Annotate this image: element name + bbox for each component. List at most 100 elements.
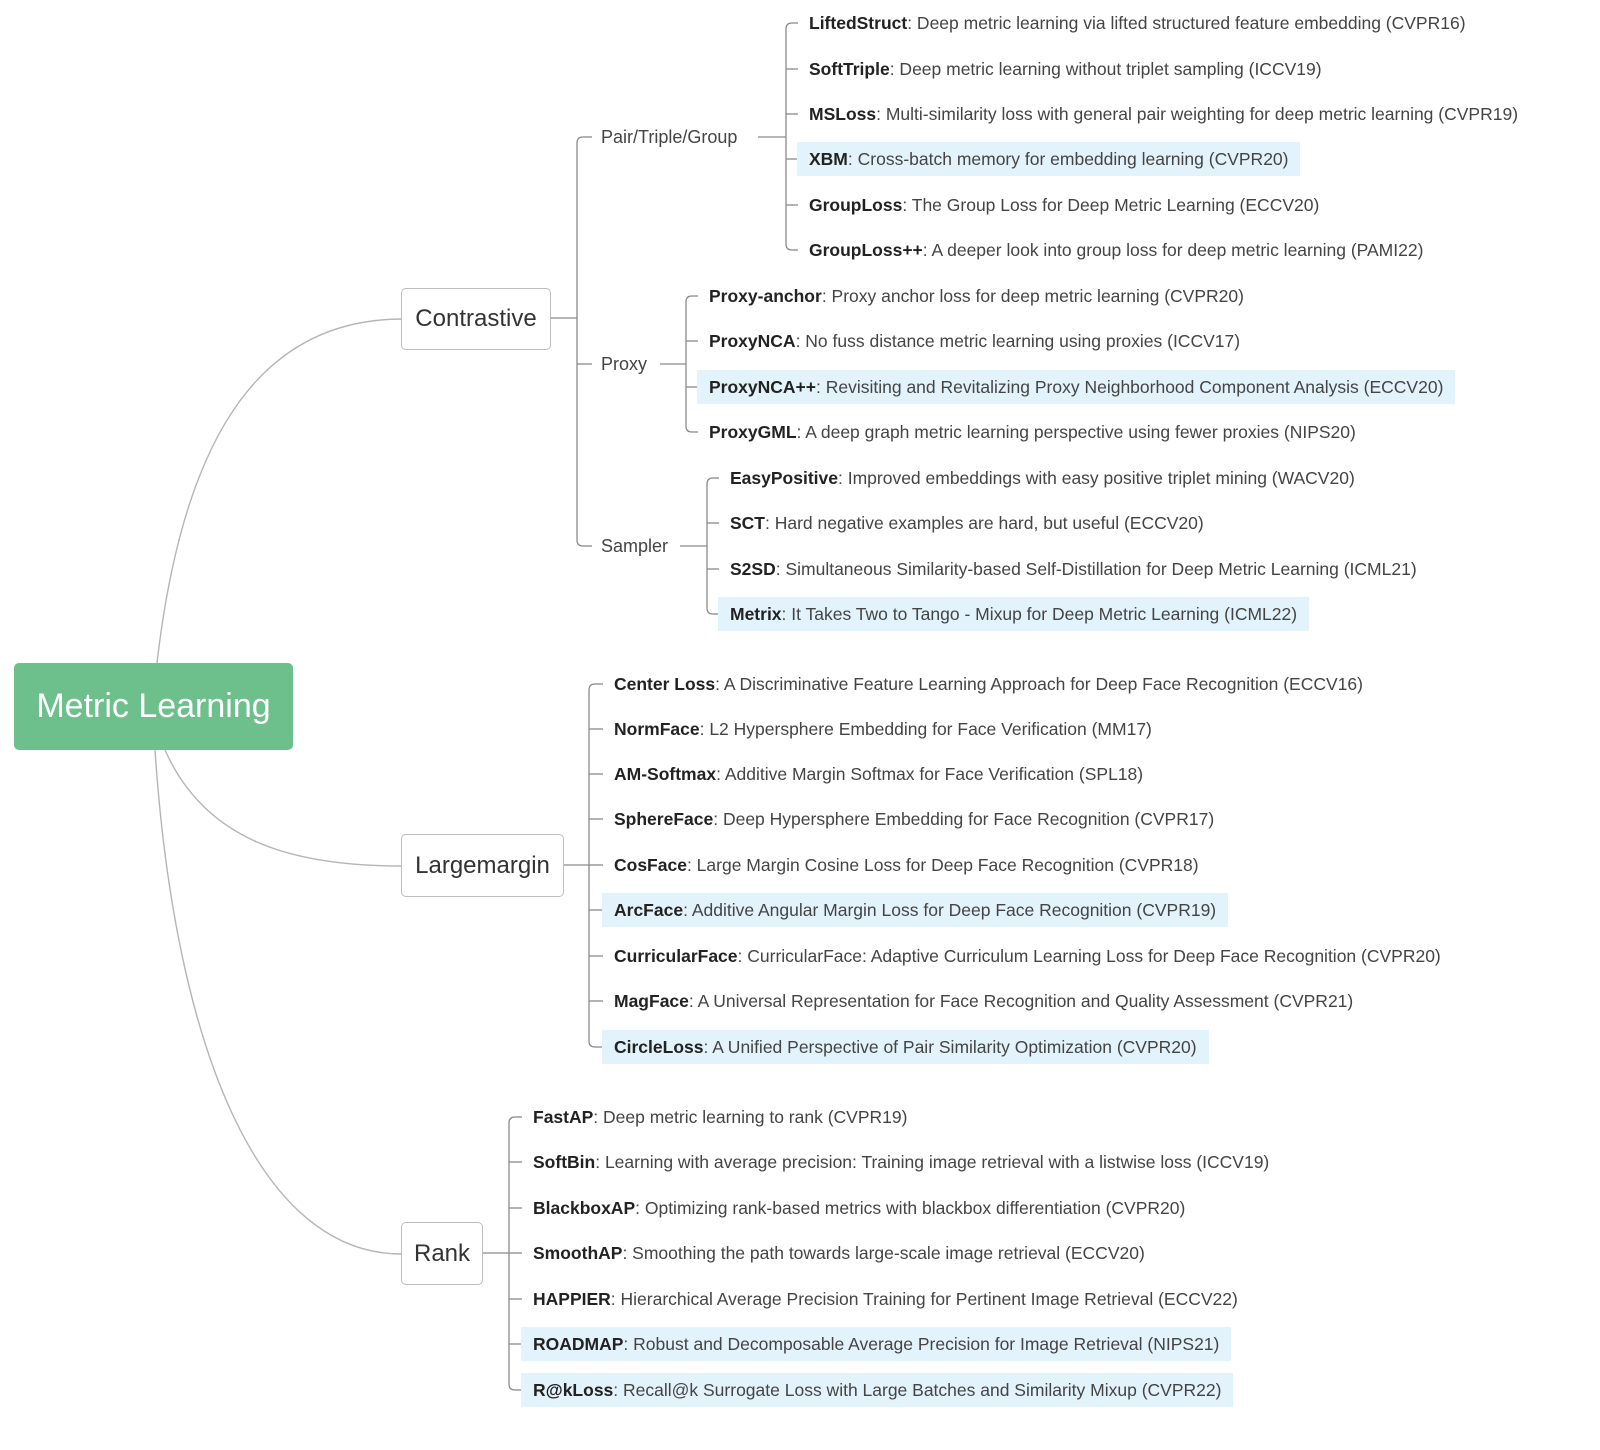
paper-description: : A deeper look into group loss for deep… xyxy=(922,240,1424,260)
paper-description: : Optimizing rank-based metrics with bla… xyxy=(635,1198,1186,1218)
paper-description: : Deep metric learning without triplet s… xyxy=(889,59,1322,79)
group-0-bracket-spine xyxy=(785,22,793,251)
paper-description: : The Group Loss for Deep Metric Learnin… xyxy=(902,195,1320,215)
method-name: CurricularFace xyxy=(614,946,738,966)
method-name: ArcFace xyxy=(614,900,684,920)
method-name: MagFace xyxy=(614,991,689,1011)
method-name: Center Loss xyxy=(614,674,716,694)
paper-description: : Recall@k Surrogate Loss with Large Bat… xyxy=(613,1380,1222,1400)
paper-description: : Revisiting and Revitalizing Proxy Neig… xyxy=(816,377,1444,397)
paper-description: : Proxy anchor loss for deep metric lear… xyxy=(821,286,1244,306)
paper-description: : Simultaneous Similarity-based Self-Dis… xyxy=(775,559,1417,579)
leaf-easypositive[interactable]: EasyPositive: Improved embeddings with e… xyxy=(718,461,1367,495)
leaf-curricularface[interactable]: CurricularFace: CurricularFace: Adaptive… xyxy=(602,939,1453,973)
method-name: ROADMAP xyxy=(533,1334,624,1354)
method-name: FastAP xyxy=(533,1107,594,1127)
leaf-arcface[interactable]: ArcFace: Additive Angular Margin Loss fo… xyxy=(602,893,1229,927)
method-name: BlackboxAP xyxy=(533,1198,636,1218)
branch-rank[interactable]: Rank xyxy=(401,1222,483,1285)
leaf-sct[interactable]: SCT: Hard negative examples are hard, bu… xyxy=(718,506,1216,540)
leaf-proxynca[interactable]: ProxyNCA++: Revisiting and Revitalizing … xyxy=(697,370,1456,404)
method-name: GroupLoss++ xyxy=(809,240,923,260)
root-node[interactable]: Metric Learning xyxy=(14,663,293,750)
leaf-proxy-anchor[interactable]: Proxy-anchor: Proxy anchor loss for deep… xyxy=(697,279,1256,313)
leaf-proxygml[interactable]: ProxyGML: A deep graph metric learning p… xyxy=(697,415,1368,449)
paper-description: : Hard negative examples are hard, but u… xyxy=(765,513,1204,533)
branch-contrastive[interactable]: Contrastive xyxy=(401,288,551,350)
leaf-fastap[interactable]: FastAP: Deep metric learning to rank (CV… xyxy=(521,1100,919,1134)
method-name: SoftBin xyxy=(533,1152,596,1172)
method-name: SphereFace xyxy=(614,809,714,829)
method-name: CircleLoss xyxy=(614,1037,704,1057)
root-curve-largemargin xyxy=(164,749,402,867)
leaf-happier[interactable]: HAPPIER: Hierarchical Average Precision … xyxy=(521,1282,1250,1316)
paper-description: : A Unified Perspective of Pair Similari… xyxy=(703,1037,1197,1057)
method-name: Proxy-anchor xyxy=(709,286,822,306)
leaf-liftedstruct[interactable]: LiftedStruct: Deep metric learning via l… xyxy=(797,6,1478,40)
paper-description: : Cross-batch memory for embedding learn… xyxy=(847,149,1289,169)
leaf-xbm[interactable]: XBM: Cross-batch memory for embedding le… xyxy=(797,142,1301,176)
method-name: Metrix xyxy=(730,604,782,624)
method-name: ProxyNCA++ xyxy=(709,377,816,397)
branch-label: Rank xyxy=(413,1239,471,1267)
paper-description: : Deep metric learning to rank (CVPR19) xyxy=(593,1107,908,1127)
method-name: HAPPIER xyxy=(533,1289,611,1309)
leaf-softtriple[interactable]: SoftTriple: Deep metric learning without… xyxy=(797,52,1334,86)
leaf-softbin[interactable]: SoftBin: Learning with average precision… xyxy=(521,1145,1281,1179)
branch-largemargin[interactable]: Largemargin xyxy=(401,834,564,897)
leaf-msloss[interactable]: MSLoss: Multi-similarity loss with gener… xyxy=(797,97,1530,131)
paper-description: : A Universal Representation for Face Re… xyxy=(688,991,1354,1011)
paper-description: : Robust and Decomposable Average Precis… xyxy=(623,1334,1220,1354)
method-name: MSLoss xyxy=(809,104,877,124)
root-curve-rank xyxy=(154,749,402,1255)
paper-description: : A Discriminative Feature Learning Appr… xyxy=(715,674,1363,694)
group-proxy[interactable]: Proxy xyxy=(601,354,648,374)
paper-description: : Additive Margin Softmax for Face Verif… xyxy=(716,764,1144,784)
method-name: S2SD xyxy=(730,559,776,579)
paper-description: : L2 Hypersphere Embedding for Face Veri… xyxy=(699,719,1152,739)
leaf-sphereface[interactable]: SphereFace: Deep Hypersphere Embedding f… xyxy=(602,802,1226,836)
leaf-blackboxap[interactable]: BlackboxAP: Optimizing rank-based metric… xyxy=(521,1191,1197,1225)
leaf-center-loss[interactable]: Center Loss: A Discriminative Feature Le… xyxy=(602,667,1375,701)
branch-label: Contrastive xyxy=(415,305,537,332)
method-name: XBM xyxy=(809,149,848,169)
leaf-proxynca[interactable]: ProxyNCA: No fuss distance metric learni… xyxy=(697,324,1252,358)
group-1-bracket-spine xyxy=(685,295,693,433)
leaf-magface[interactable]: MagFace: A Universal Representation for … xyxy=(602,984,1365,1018)
method-name: SCT xyxy=(730,513,765,533)
paper-description: : Multi-similarity loss with general pai… xyxy=(876,104,1519,124)
leaf-normface[interactable]: NormFace: L2 Hypersphere Embedding for F… xyxy=(602,712,1164,746)
branch-label: Largemargin xyxy=(415,851,550,879)
paper-description: : Large Margin Cosine Loss for Deep Face… xyxy=(686,855,1199,875)
paper-description: : Learning with average precision: Train… xyxy=(595,1152,1270,1172)
leaf-circleloss[interactable]: CircleLoss: A Unified Perspective of Pai… xyxy=(602,1030,1209,1064)
method-name: SmoothAP xyxy=(533,1243,623,1263)
paper-description: : It Takes Two to Tango - Mixup for Deep… xyxy=(781,604,1298,624)
method-name: CosFace xyxy=(614,855,687,875)
leaf-cosface[interactable]: CosFace: Large Margin Cosine Loss for De… xyxy=(602,848,1211,882)
paper-description: : Improved embeddings with easy positive… xyxy=(837,468,1355,488)
leaf-grouploss[interactable]: GroupLoss: The Group Loss for Deep Metri… xyxy=(797,188,1331,222)
leaf-smoothap[interactable]: SmoothAP: Smoothing the path towards lar… xyxy=(521,1236,1157,1270)
paper-description: : Hierarchical Average Precision Trainin… xyxy=(610,1289,1238,1309)
method-name: AM-Softmax xyxy=(614,764,717,784)
contrastive-bracket-spine xyxy=(576,136,584,547)
leaf-r-kloss[interactable]: R@kLoss: Recall@k Surrogate Loss with La… xyxy=(521,1373,1234,1407)
method-name: ProxyGML xyxy=(709,422,797,442)
method-name: EasyPositive xyxy=(730,468,838,488)
leaf-grouploss[interactable]: GroupLoss++: A deeper look into group lo… xyxy=(797,233,1435,267)
group-sampler[interactable]: Sampler xyxy=(601,536,669,556)
method-name: LiftedStruct xyxy=(809,13,908,33)
paper-description: : Smoothing the path towards large-scale… xyxy=(622,1243,1145,1263)
leaf-roadmap[interactable]: ROADMAP: Robust and Decomposable Average… xyxy=(521,1327,1232,1361)
leaf-s2sd[interactable]: S2SD: Simultaneous Similarity-based Self… xyxy=(718,552,1429,586)
paper-description: : No fuss distance metric learning using… xyxy=(795,331,1241,351)
root-label: Metric Learning xyxy=(36,687,271,725)
group-2-bracket-spine xyxy=(706,477,714,615)
group-pair-triple-group[interactable]: Pair/Triple/Group xyxy=(601,127,738,147)
method-name: GroupLoss xyxy=(809,195,903,215)
paper-description: : A deep graph metric learning perspecti… xyxy=(796,422,1356,442)
leaf-metrix[interactable]: Metrix: It Takes Two to Tango - Mixup fo… xyxy=(718,597,1310,631)
paper-description: : Deep Hypersphere Embedding for Face Re… xyxy=(713,809,1215,829)
leaf-am-softmax[interactable]: AM-Softmax: Additive Margin Softmax for … xyxy=(602,757,1155,791)
